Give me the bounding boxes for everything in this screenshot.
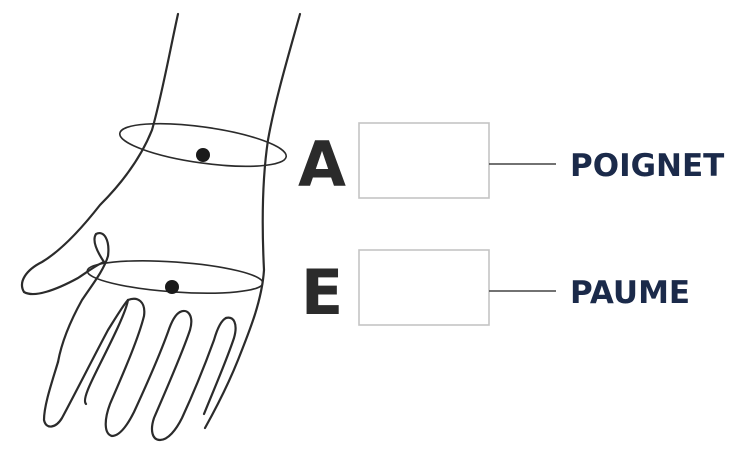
palm-measure-point [165,280,179,294]
finger-4 [202,316,237,416]
hand-outline-left [20,12,180,296]
measurement-label-paume: PAUME [570,275,690,311]
finger-1 [42,298,130,428]
measurement-input-e[interactable] [358,249,490,326]
finger-2 [104,297,182,438]
measurement-row-e: E PAUME [301,249,690,329]
hand-illustration [20,12,302,442]
measurement-label-poignet: POIGNET [570,148,724,184]
wrist-measure-point [196,148,210,162]
hand-outline-right [203,12,302,430]
thumb-inner [56,232,110,364]
finger-1-inner [83,298,130,406]
measurement-row-a: A POIGNET [298,122,724,201]
measurement-input-a[interactable] [358,122,490,199]
measurement-letter-a: A [298,128,346,201]
measurement-letter-e: E [301,256,343,329]
wrist-measure-ring [118,122,288,168]
finger-3 [150,309,228,442]
